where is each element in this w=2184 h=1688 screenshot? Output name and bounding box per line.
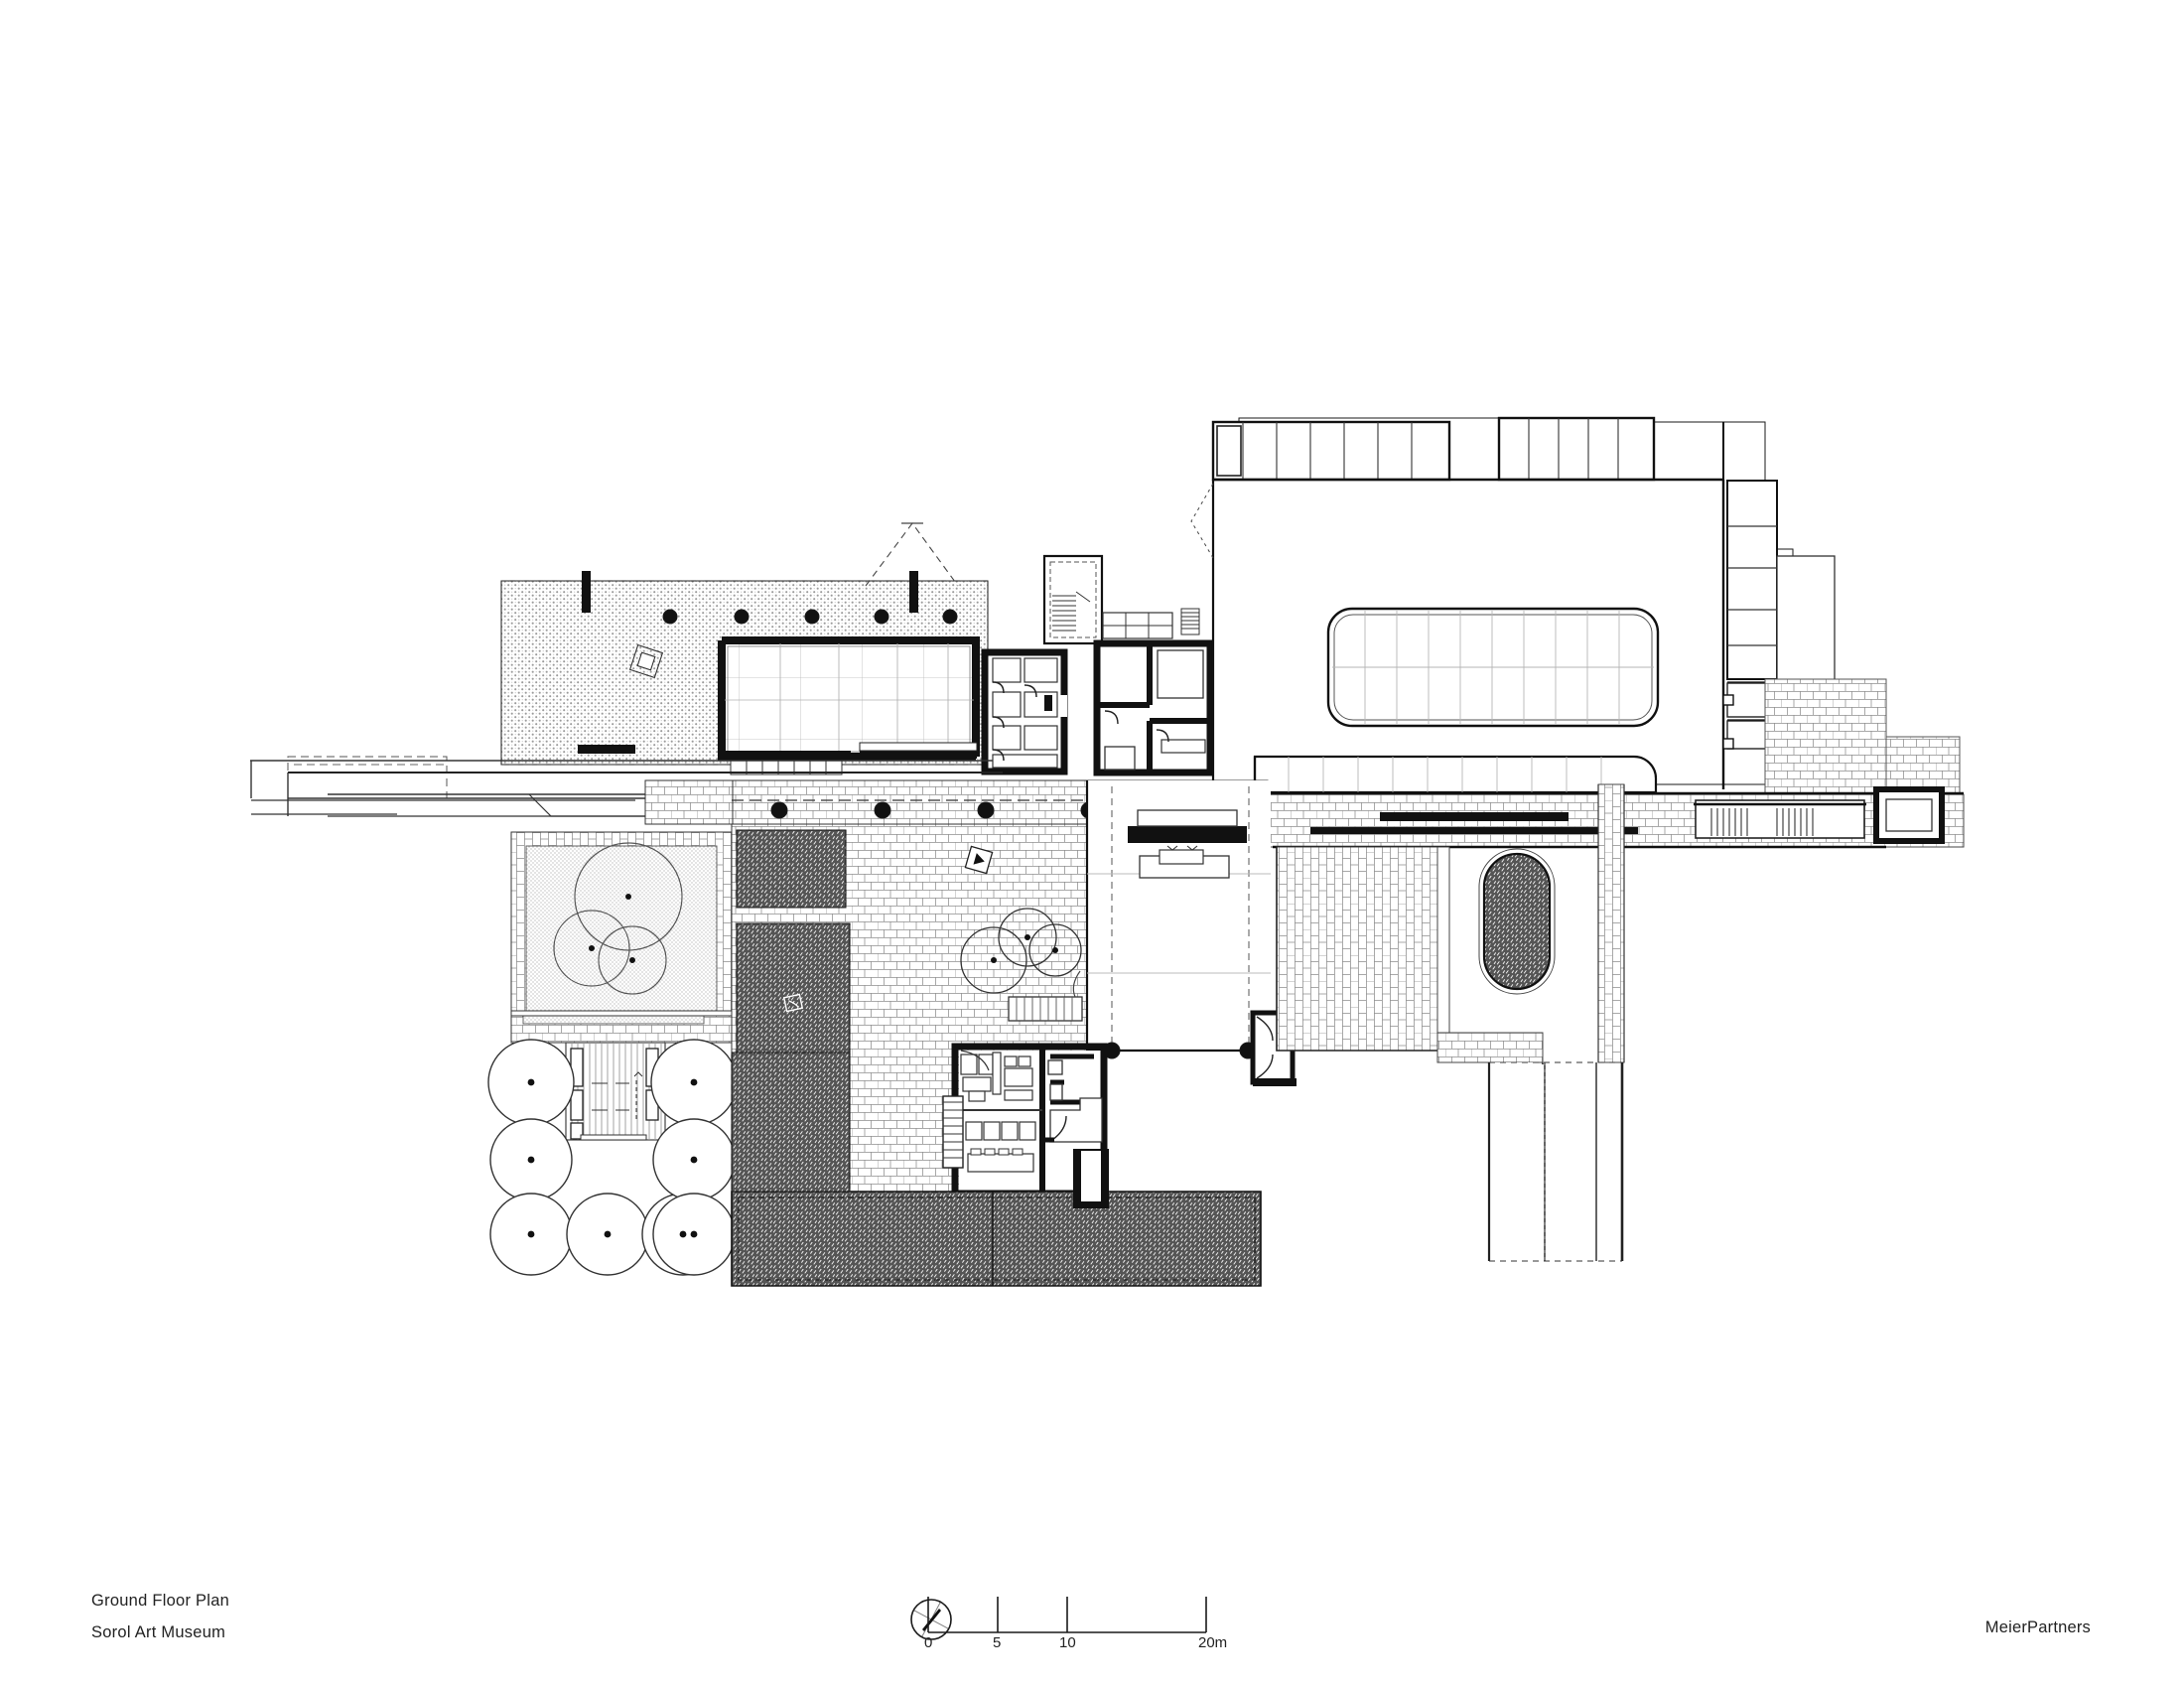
reflecting-oval [1478, 848, 1556, 995]
south-west-planting [731, 1052, 851, 1193]
south-planting-field [731, 1149, 1262, 1287]
scale-tick-20: 20m [1198, 1634, 1228, 1651]
graphic-scale-bar: 0 5 10 20m [908, 1589, 1236, 1668]
firm-credit: MeierPartners [1984, 1618, 2091, 1636]
project-name: Sorol Art Museum [91, 1623, 226, 1642]
scale-tick-10: 10 [1059, 1634, 1076, 1651]
scale-tick-0: 0 [924, 1634, 933, 1651]
restroom-core [981, 648, 1068, 775]
scale-tick-5: 5 [993, 1634, 1002, 1651]
north-arrow [908, 1597, 954, 1642]
gravel-garden-court [510, 831, 733, 1032]
drawing-title: Ground Floor Plan [91, 1592, 230, 1610]
east-court [1276, 783, 1625, 1065]
service-ramp [1487, 1061, 1624, 1262]
tree-grove [487, 1010, 738, 1276]
admin-offices [942, 1043, 1108, 1197]
central-lobby [1085, 780, 1305, 1086]
north-gallery-wing [718, 636, 980, 775]
central-service-rooms [1093, 639, 1214, 776]
main-exhibition-hall [1190, 416, 1836, 794]
misc-site-details [294, 764, 1546, 1261]
office-stair [942, 1095, 964, 1169]
title-block: Ground Floor Plan Sorol Art Museum [91, 1585, 229, 1648]
north-stair [1042, 554, 1104, 645]
north-ramp-steps [1102, 608, 1200, 639]
scale-tick-labels: 0 5 10 20m [908, 1589, 1236, 1668]
